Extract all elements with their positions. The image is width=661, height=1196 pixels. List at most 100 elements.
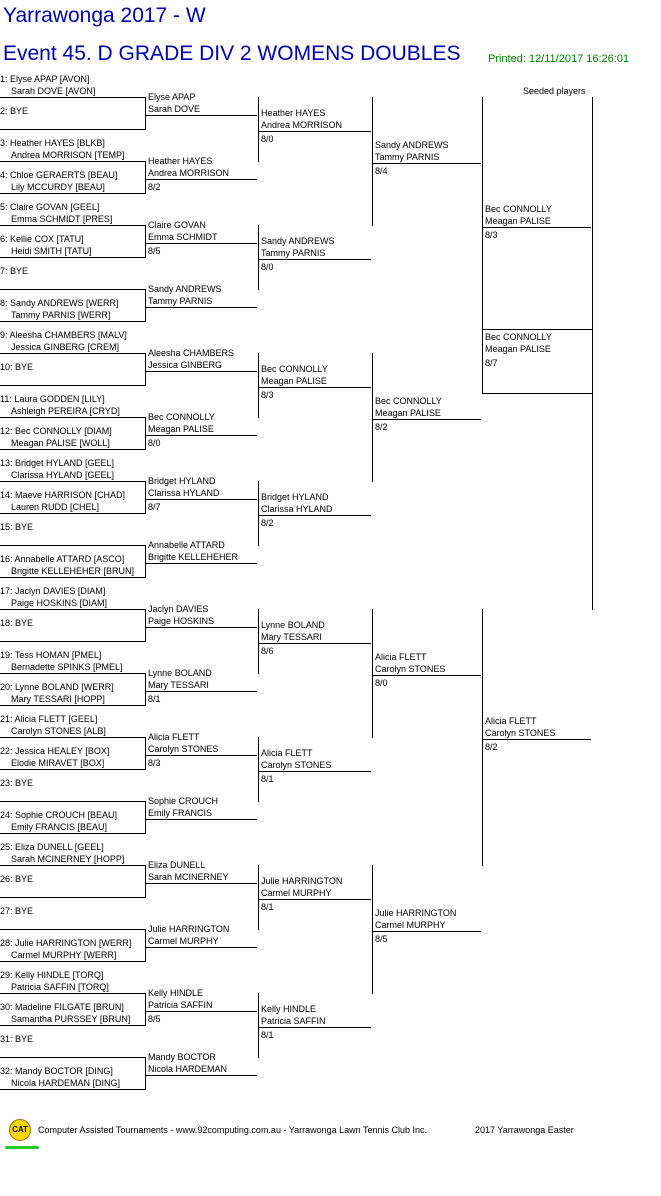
footer-credit: Computer Assisted Tournaments - www.92co… [38, 1125, 428, 1135]
match-winner-partner: Sarah DOVE [148, 104, 201, 114]
match-winner-partner: Andrea MORRISON [148, 168, 230, 178]
match-winner-partner: Emily FRANCIS [148, 808, 213, 818]
match-score: 8/4 [375, 166, 388, 176]
match-winner-partner: Jessica GINBERG [148, 360, 223, 370]
draw-entry-player: 7: BYE [0, 266, 29, 276]
bracket-line [0, 577, 145, 578]
bracket-line [145, 289, 146, 322]
match-winner-partner: Tammy PARNIS [261, 248, 326, 258]
bracket-line [0, 321, 145, 322]
match-winner-partner: Meagan PALISE [485, 216, 551, 226]
draw-entry-partner: Andrea MORRISON [TEMP] [11, 150, 125, 160]
bracket-line [0, 289, 145, 290]
bracket-line [482, 739, 591, 740]
match-winner-partner: Meagan PALISE [375, 408, 441, 418]
bracket-line [258, 899, 371, 900]
bracket-line [145, 627, 257, 628]
match-winner-partner: Sarah MCINERNEY [148, 872, 229, 882]
bracket-line [145, 563, 257, 564]
bracket-line [258, 737, 259, 802]
bracket-line [145, 225, 146, 258]
bracket-line [372, 163, 481, 164]
draw-entry-player: 10: BYE [0, 362, 34, 372]
bracket-line [258, 993, 259, 1058]
draw-entry-partner: Sarah MCINERNEY [HOPP] [11, 854, 125, 864]
match-winner-partner: Carolyn STONES [375, 664, 446, 674]
bracket-line [258, 131, 371, 132]
bracket-line [0, 353, 145, 354]
draw-entry-partner: Elodie MIRAVET [BOX] [11, 758, 105, 768]
bracket-line [372, 931, 481, 932]
draw-entry-partner: Lauren RUDD [CHEL] [11, 502, 100, 512]
draw-entry-partner: Carmel MURPHY [WERR] [11, 950, 117, 960]
draw-entry-player: 5: Claire GOVAN [GEEL] [0, 202, 100, 212]
match-winner-partner: Meagan PALISE [261, 376, 327, 386]
bracket-line [145, 1057, 146, 1090]
bracket-line [482, 227, 591, 228]
draw-entry-player: 19: Tess HOMAN [PMEL] [0, 650, 102, 660]
match-winner-player: Annabelle ATTARD [148, 540, 225, 550]
draw-entry-partner: Brigitte KELLEHEHER [BRUN] [11, 566, 135, 576]
draw-entry-partner: Clarissa HYLAND [GEEL] [11, 470, 115, 480]
match-score: 8/0 [261, 262, 274, 272]
bracket-line [482, 97, 483, 354]
bracket-line [145, 865, 146, 898]
bracket-line [145, 115, 257, 116]
bracket-line [145, 1011, 257, 1012]
bracket-line [372, 419, 481, 420]
bracket-line [0, 417, 145, 418]
match-winner-partner: Carolyn STONES [261, 760, 332, 770]
bracket-line [145, 929, 146, 962]
draw-entry-player: 26: BYE [0, 874, 34, 884]
bracket-line [145, 737, 146, 770]
match-score: 8/3 [261, 390, 274, 400]
match-winner-player: Jaclyn DAVIES [148, 604, 209, 614]
draw-entry-player: 3: Heather HAYES [BLKB] [0, 138, 105, 148]
cat-logo: CAT [9, 1119, 31, 1141]
bracket-line [0, 97, 145, 98]
match-score: 8/1 [261, 902, 274, 912]
bracket-line [258, 353, 259, 418]
match-winner-partner: Andrea MORRISON [261, 120, 343, 130]
bracket-line [0, 129, 145, 130]
match-winner-partner: Meagan PALISE [485, 344, 551, 354]
draw-entry-player: 30: Madeline FILGATE [BRUN] [0, 1002, 124, 1012]
match-winner-player: Eliza DUNELL [148, 860, 206, 870]
bracket-line [0, 673, 145, 674]
match-winner-partner: Nicola HARDEMAN [148, 1064, 228, 1074]
bracket-line [145, 435, 257, 436]
match-winner-player: Julie HARRINGTON [375, 908, 457, 918]
bracket-line [0, 993, 145, 994]
match-score: 8/5 [148, 1014, 161, 1024]
bracket-line [0, 545, 145, 546]
match-winner-player: Alicia FLETT [261, 748, 313, 758]
draw-entry-player: 4: Chloe GERAERTS [BEAU] [0, 170, 118, 180]
draw-entry-partner: Meagan PALISE [WOLL] [11, 438, 110, 448]
bracket-line [482, 393, 592, 394]
bracket-line [258, 865, 259, 930]
draw-entry-player: 8: Sandy ANDREWS [WERR] [0, 298, 119, 308]
match-winner-partner: Mary TESSARI [261, 632, 322, 642]
bracket-line [145, 883, 257, 884]
bracket-line [0, 449, 145, 450]
match-winner-partner: Patricia SAFFIN [261, 1016, 326, 1026]
bracket-line [0, 609, 145, 610]
draw-entry-partner: Ashleigh PEREIRA [CRYD] [11, 406, 120, 416]
match-score: 8/1 [148, 694, 161, 704]
match-winner-player: Kelly HINDLE [261, 1004, 317, 1014]
bracket-line [0, 833, 145, 834]
match-winner-player: Bec CONNOLLY [375, 396, 442, 406]
draw-entry-player: 21: Alicia FLETT [GEEL] [0, 714, 98, 724]
match-score: 8/5 [148, 246, 161, 256]
match-winner-partner: Tammy PARNIS [148, 296, 213, 306]
draw-entry-partner: Heidi SMITH [TATU] [11, 246, 92, 256]
match-winner-partner: Meagan PALISE [148, 424, 214, 434]
draw-entry-player: 31: BYE [0, 1034, 34, 1044]
draw-entry-partner: Lily MCCURDY [BEAU] [11, 182, 105, 192]
match-score: 8/7 [148, 502, 161, 512]
draw-entry-player: 6: Kellie COX [TATU] [0, 234, 84, 244]
draw-entry-player: 28: Julie HARRINGTON [WERR] [0, 938, 132, 948]
bracket-line [145, 673, 146, 706]
draw-entry-player: 17: Jaclyn DAVIES [DIAM] [0, 586, 106, 596]
bracket-line [145, 307, 257, 308]
